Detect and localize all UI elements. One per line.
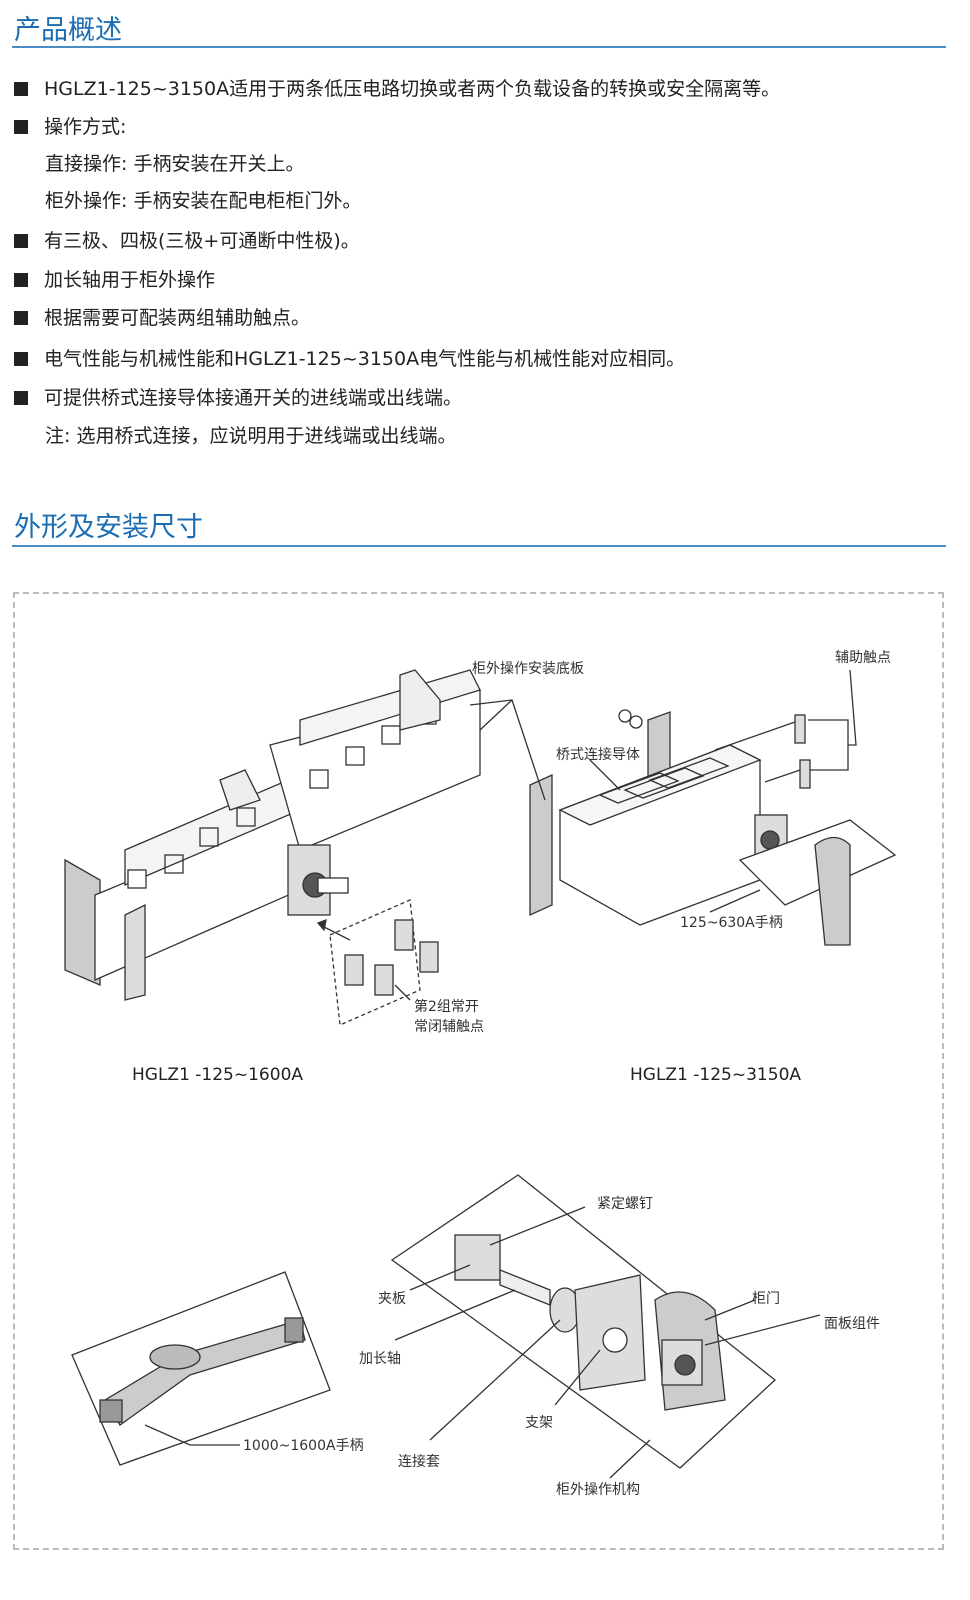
label-handle-1600a: 1000~1600A手柄 xyxy=(243,1438,364,1454)
divider xyxy=(12,545,946,547)
label-set-screw: 紧定螺钉 xyxy=(597,1196,653,1212)
divider xyxy=(12,46,946,48)
label-bridge-conductor: 桥式连接导体 xyxy=(556,747,640,763)
list-item-text: 有三极、四极(三极+可通断中性极)。 xyxy=(44,230,360,252)
label-ext-shaft: 加长轴 xyxy=(359,1351,401,1367)
switch-3150a-drawing xyxy=(469,669,897,946)
list-item-text: 加长轴用于柜外操作 xyxy=(44,269,216,291)
label-door: 柜门 xyxy=(752,1291,780,1307)
bullet-icon xyxy=(14,391,28,405)
list-item: 可提供桥式连接导体接通开关的进线端或出线端。 xyxy=(14,386,462,410)
bullet-icon xyxy=(14,352,28,366)
list-item-text: 柜外操作: 手柄安装在配电柜柜门外。 xyxy=(45,190,362,212)
bullet-icon xyxy=(14,82,28,96)
figure-frame xyxy=(13,592,944,1550)
handle-1600a-drawing xyxy=(71,1271,331,1466)
label-coupling: 连接套 xyxy=(398,1454,440,1470)
label-aux2-line1: 第2组常开 xyxy=(414,999,479,1015)
list-item: 加长轴用于柜外操作 xyxy=(14,268,215,292)
list-item-text: 注: 选用桥式连接，应说明用于进线端或出线端。 xyxy=(45,425,457,447)
section-title-dimensions: 外形及安装尺寸 xyxy=(14,512,203,543)
list-item-text: 操作方式: xyxy=(44,116,127,138)
label-panel: 面板组件 xyxy=(824,1316,880,1332)
list-item: 注: 选用桥式连接，应说明用于进线端或出线端。 xyxy=(14,424,456,448)
bullet-icon xyxy=(14,234,28,248)
bullet-icon xyxy=(14,311,28,325)
list-item: 直接操作: 手柄安装在开关上。 xyxy=(14,152,304,176)
list-item-text: 可提供桥式连接导体接通开关的进线端或出线端。 xyxy=(44,387,463,409)
switch-1600a-drawing xyxy=(64,669,481,1026)
label-mount-plate: 柜外操作安装底板 xyxy=(472,661,584,677)
model-3150a: HGLZ1 -125~3150A xyxy=(630,1065,802,1085)
label-aux2-line2: 常闭辅触点 xyxy=(414,1019,484,1035)
label-mechanism: 柜外操作机构 xyxy=(556,1482,640,1498)
label-aux-contact: 辅助触点 xyxy=(835,650,891,666)
list-item-text: 根据需要可配装两组辅助触点。 xyxy=(44,307,311,329)
list-item-text: 电气性能与机械性能和HGLZ1-125~3150A电气性能与机械性能对应相同。 xyxy=(44,348,686,370)
bullet-icon xyxy=(14,120,28,134)
list-item-text: 直接操作: 手柄安装在开关上。 xyxy=(45,153,305,175)
label-handle-630a: 125~630A手柄 xyxy=(680,915,783,931)
label-bracket: 支架 xyxy=(525,1415,553,1431)
list-item: 操作方式: xyxy=(14,115,126,139)
list-item: 柜外操作: 手柄安装在配电柜柜门外。 xyxy=(14,189,361,213)
label-clamp: 夹板 xyxy=(378,1291,406,1307)
list-item: HGLZ1-125~3150A适用于两条低压电路切换或者两个负载设备的转换或安全… xyxy=(14,77,780,101)
list-item: 根据需要可配装两组辅助触点。 xyxy=(14,306,310,330)
bullet-icon xyxy=(14,273,28,287)
section-title-overview: 产品概述 xyxy=(14,15,122,46)
list-item-text: HGLZ1-125~3150A适用于两条低压电路切换或者两个负载设备的转换或安全… xyxy=(44,78,781,100)
external-mechanism-drawing xyxy=(390,1174,821,1479)
model-1600a: HGLZ1 -125~1600A xyxy=(132,1065,304,1085)
list-item: 有三极、四极(三极+可通断中性极)。 xyxy=(14,229,360,253)
list-item: 电气性能与机械性能和HGLZ1-125~3150A电气性能与机械性能对应相同。 xyxy=(14,347,685,371)
